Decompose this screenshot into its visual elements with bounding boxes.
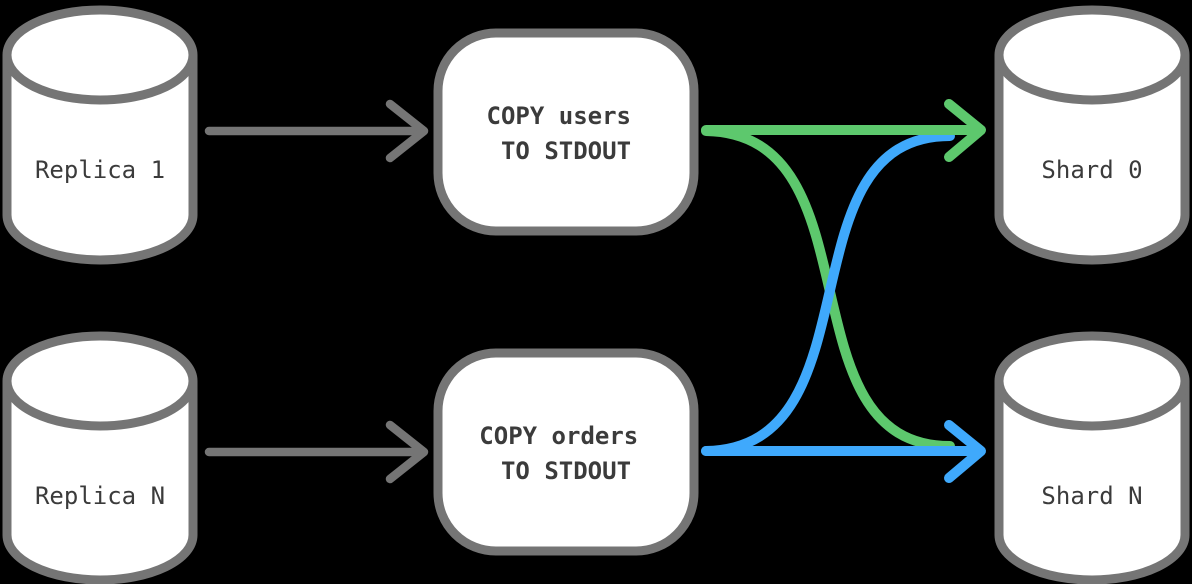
database-cylinder-top-icon bbox=[994, 331, 1190, 431]
copy-orders-line2: TO STDOUT bbox=[501, 457, 631, 485]
operation-box bbox=[433, 28, 699, 236]
copy-orders-line1: COPY orders bbox=[479, 422, 638, 450]
node-copy-orders: COPY orders TO STDOUT bbox=[433, 348, 699, 556]
shard-n-label: Shard N bbox=[1041, 482, 1142, 510]
arrow-right-icon bbox=[385, 420, 429, 484]
arrow-right-icon bbox=[944, 420, 986, 483]
database-cylinder-icon bbox=[994, 55, 1190, 265]
database-cylinder-top-icon bbox=[2, 5, 198, 105]
copy-users-line1: COPY users bbox=[487, 102, 632, 130]
edge-copyorders-to-shardn bbox=[701, 420, 986, 483]
replica-n-label: Replica N bbox=[35, 482, 165, 510]
operation-box bbox=[433, 348, 699, 556]
edge-copyusers-to-shard0 bbox=[701, 99, 986, 162]
copy-users-line2: TO STDOUT bbox=[501, 137, 631, 165]
node-shard-0: Shard 0 bbox=[994, 5, 1190, 265]
node-shard-n: Shard N bbox=[994, 331, 1190, 584]
database-cylinder-icon bbox=[2, 381, 198, 584]
copy-orders-label: COPY orders TO STDOUT bbox=[479, 422, 652, 485]
edge-replica1-to-copyusers bbox=[204, 99, 429, 163]
edge-replican-to-copyorders bbox=[204, 420, 429, 484]
edge-copyorders-to-shard0-cross bbox=[701, 131, 955, 456]
database-cylinder-top-icon bbox=[994, 5, 1190, 105]
arrow-right-icon bbox=[944, 99, 986, 162]
replica-1-label: Replica 1 bbox=[35, 156, 165, 184]
node-replica-1: Replica 1 bbox=[2, 5, 198, 265]
node-copy-users: COPY users TO STDOUT bbox=[433, 28, 699, 236]
node-replica-n: Replica N bbox=[2, 331, 198, 584]
database-cylinder-icon bbox=[994, 381, 1190, 584]
curved-arrow-line bbox=[701, 131, 955, 456]
database-cylinder-icon bbox=[2, 55, 198, 265]
arrow-right-icon bbox=[385, 99, 429, 163]
shard-0-label: Shard 0 bbox=[1041, 156, 1142, 184]
database-cylinder-top-icon bbox=[2, 331, 198, 431]
copy-users-label: COPY users TO STDOUT bbox=[487, 102, 646, 165]
